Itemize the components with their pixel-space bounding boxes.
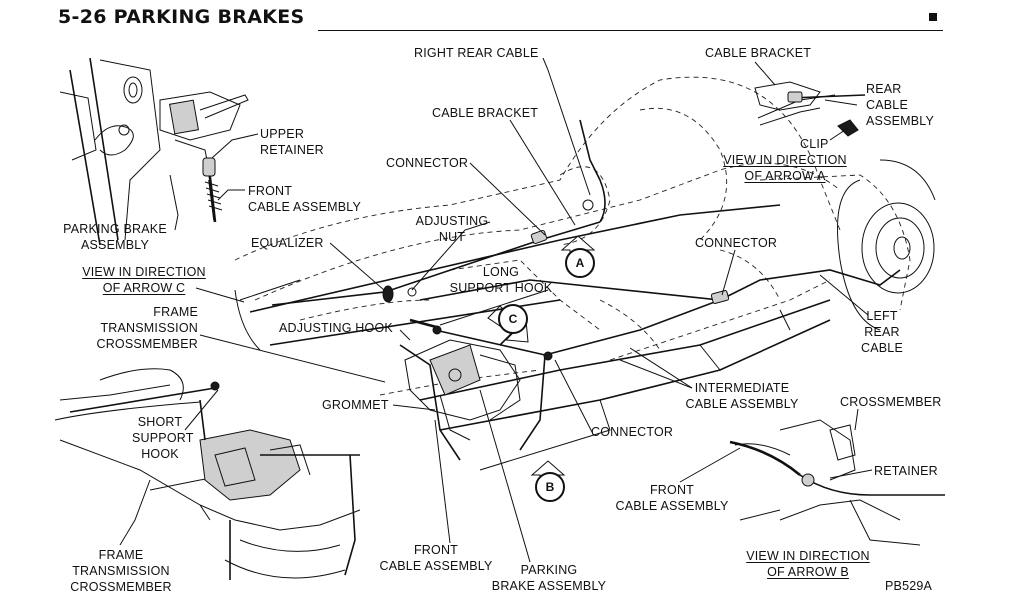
label-line: TRANSMISSION	[100, 321, 198, 335]
view-b-detail-drawing	[729, 419, 945, 546]
label-equalizer: EQUALIZER	[251, 236, 324, 250]
label-crossmember: CROSSMEMBER	[840, 395, 942, 409]
center-parking-brake-lever	[404, 329, 521, 441]
label-frame-transmission-crossmember-upper: FRAME TRANSMISSION CROSSMEMBER	[90, 304, 198, 352]
label-line: BRAKE ASSEMBLY	[491, 579, 607, 593]
page-title: 5-26 PARKING BRAKES	[58, 6, 305, 28]
label-line: UPPER	[260, 127, 305, 141]
label-line: LEFT	[866, 309, 898, 323]
label-line: FRAME	[153, 305, 198, 319]
label-line: OF ARROW A	[744, 169, 826, 183]
view-b-crossmember-inset	[54, 368, 361, 580]
label-clip: CLIP	[800, 137, 829, 151]
arrow-b-badge: B	[535, 472, 565, 502]
label-line: CABLE	[866, 98, 908, 112]
label-cable-bracket-center: CABLE BRACKET	[432, 106, 539, 120]
label-line: SUPPORT	[132, 431, 194, 445]
label-line: INTERMEDIATE	[694, 381, 790, 395]
leader-lines	[119, 57, 873, 563]
label-connector-top: CONNECTOR	[386, 156, 469, 170]
label-line: PARKING	[520, 563, 578, 577]
label-line: HOOK	[141, 447, 179, 461]
label-line: CABLE ASSEMBLY	[685, 397, 799, 411]
label-line: VIEW IN DIRECTION	[82, 265, 206, 279]
label-adjusting-nut: ADJUSTING NUT	[412, 213, 492, 245]
label-line: VIEW IN DIRECTION	[723, 153, 847, 167]
label-line: REAR	[866, 82, 902, 96]
label-line: REAR	[864, 325, 900, 339]
header-rule	[318, 30, 943, 31]
label-line: NUT	[438, 230, 466, 244]
label-view-arrow-a: VIEW IN DIRECTION OF ARROW A	[718, 152, 852, 184]
label-line: TRANSMISSION	[72, 564, 170, 578]
label-line: ASSEMBLY	[866, 114, 935, 128]
label-line: FRONT	[413, 543, 459, 557]
figure-code: PB529A	[885, 579, 933, 593]
label-long-support-hook: LONG SUPPORT HOOK	[446, 264, 556, 296]
label-line: CABLE	[861, 341, 903, 355]
arrow-c-badge: C	[498, 304, 528, 334]
view-a-detail-drawing	[754, 81, 866, 137]
label-left-rear-cable: LEFT REAR CABLE	[856, 308, 908, 356]
label-short-support-hook: SHORT SUPPORT HOOK	[132, 414, 194, 462]
label-line: FRAME	[98, 548, 144, 562]
label-upper-retainer: UPPER RETAINER	[260, 126, 324, 158]
label-rear-cable-assembly: REAR CABLE ASSEMBLY	[866, 81, 934, 129]
label-line: LONG	[482, 265, 520, 279]
arrow-a-badge: A	[565, 248, 595, 278]
label-line: CROSSMEMBER	[70, 580, 172, 594]
label-line: RETAINER	[260, 143, 324, 157]
label-front-cable-assembly-top: FRONT CABLE ASSEMBLY	[248, 183, 361, 215]
label-intermediate-cable-assembly: INTERMEDIATE CABLE ASSEMBLY	[682, 380, 802, 412]
label-parking-brake-assembly-bottom: PARKING BRAKE ASSEMBLY	[486, 562, 612, 594]
label-line: FRONT	[248, 184, 293, 198]
rear-brake-drum	[837, 159, 936, 331]
label-connector-bottom: CONNECTOR	[591, 425, 674, 439]
label-line: FRONT	[649, 483, 695, 497]
label-view-arrow-c: VIEW IN DIRECTION OF ARROW C	[76, 264, 212, 296]
label-line: SHORT	[137, 415, 183, 429]
label-frame-transmission-crossmember-lower: FRAME TRANSMISSION CROSSMEMBER	[66, 547, 176, 595]
label-line: VIEW IN DIRECTION	[746, 549, 870, 563]
label-parking-brake-assembly-left: PARKING BRAKE ASSEMBLY	[58, 221, 172, 253]
label-cable-bracket-top: CABLE BRACKET	[705, 46, 812, 60]
label-right-rear-cable: RIGHT REAR CABLE	[414, 46, 539, 60]
brake-cables	[271, 119, 901, 461]
label-front-cable-assembly-bottom: FRONT CABLE ASSEMBLY	[376, 542, 496, 574]
label-line: OF ARROW C	[102, 281, 186, 295]
label-line: CABLE ASSEMBLY	[615, 499, 729, 513]
label-line: OF ARROW B	[767, 565, 849, 579]
label-line: CABLE ASSEMBLY	[379, 559, 493, 573]
label-grommet: GROMMET	[322, 398, 389, 412]
header-square-icon	[929, 13, 937, 21]
view-c-detail-drawing	[59, 57, 249, 246]
label-line: SUPPORT HOOK	[449, 281, 553, 295]
label-view-arrow-b: VIEW IN DIRECTION OF ARROW B	[740, 548, 876, 580]
label-adjusting-hook: ADJUSTING HOOK	[279, 321, 393, 335]
label-line: CROSSMEMBER	[96, 337, 198, 351]
label-line: CABLE ASSEMBLY	[248, 200, 362, 214]
label-line: ADJUSTING	[415, 214, 489, 228]
label-line: PARKING BRAKE	[63, 222, 167, 236]
label-connector-right: CONNECTOR	[695, 236, 778, 250]
label-retainer: RETAINER	[874, 464, 938, 478]
cable-hardware	[382, 199, 730, 361]
label-line: ASSEMBLY	[80, 238, 150, 252]
label-front-cable-assembly-right: FRONT CABLE ASSEMBLY	[612, 482, 732, 514]
